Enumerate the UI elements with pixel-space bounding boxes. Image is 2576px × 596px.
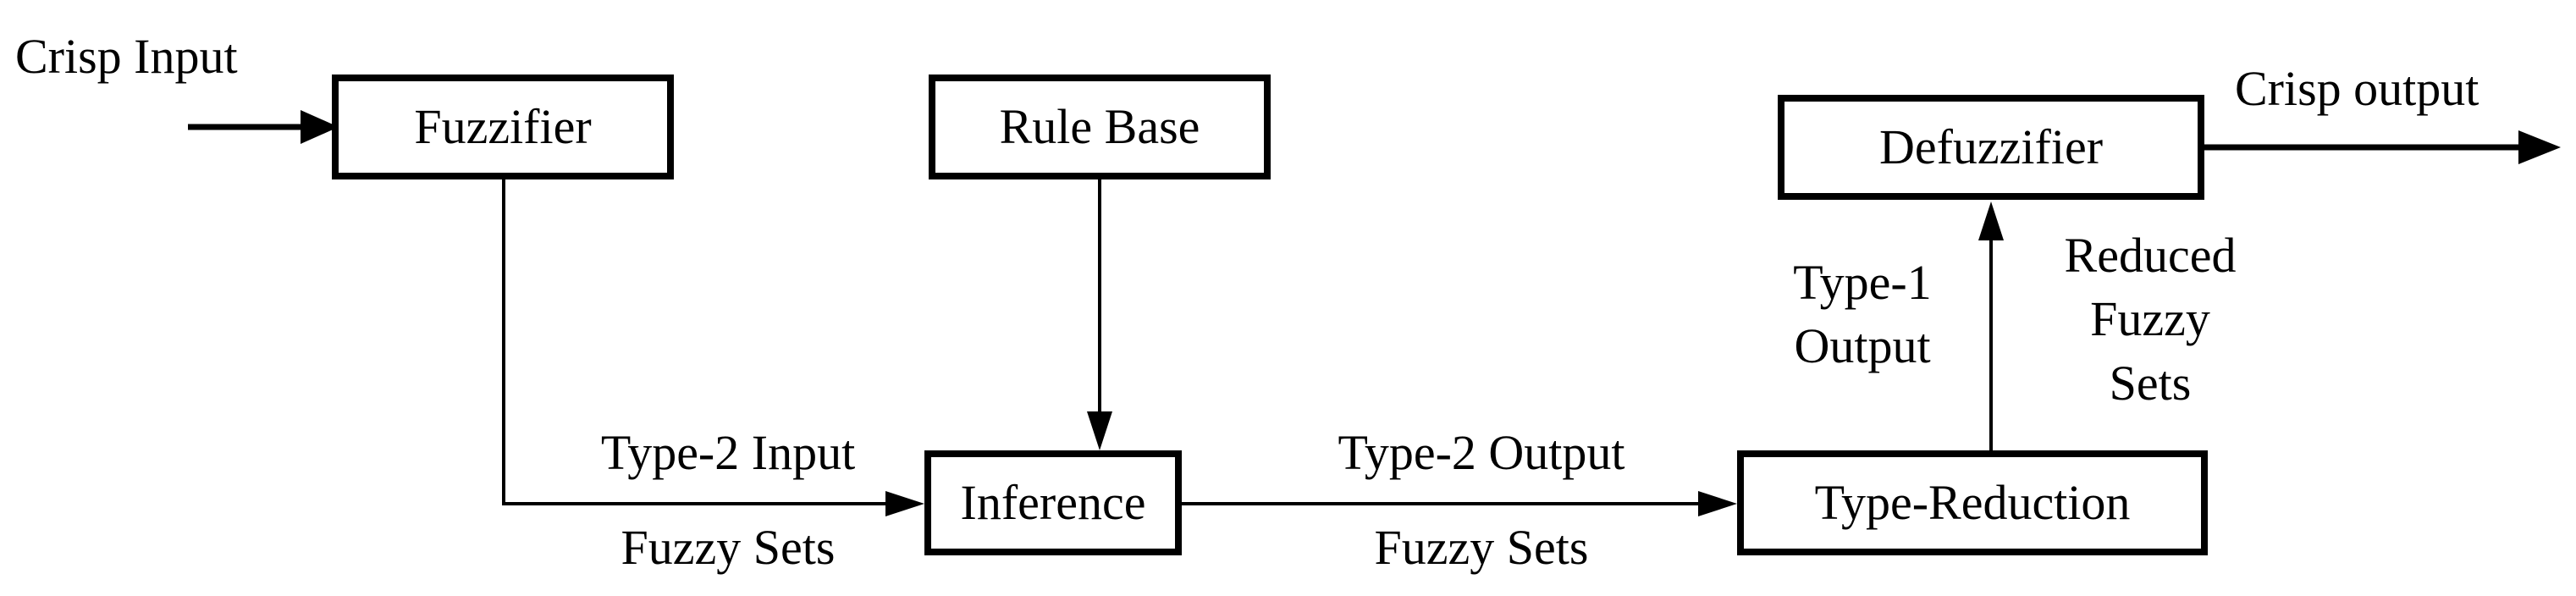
rulebase-to-inference-arrow: [1087, 178, 1112, 450]
type1-output-label: Type-1 Output: [1761, 251, 1964, 378]
typereduction-to-defuzzifier-arrow: [1978, 201, 2004, 450]
type2-output-line1: Type-2 Output: [1338, 425, 1625, 480]
type2-input-line1: Type-2 Input: [600, 425, 856, 480]
reduced-fuzzy-sets-label: Reduced Fuzzy Sets: [2023, 224, 2277, 415]
inference-label: Inference: [960, 475, 1146, 530]
type2-output-label: Type-2 Output: [1287, 423, 1676, 483]
crisp-output-label: Crisp output: [2235, 61, 2479, 116]
type2-input-line2: Fuzzy Sets: [621, 520, 836, 575]
crisp-input-label: Crisp Input: [15, 29, 238, 84]
crisp-output-arrow: [2201, 130, 2561, 164]
type2-input-line2-wrap: Fuzzy Sets: [542, 518, 914, 577]
fuzzifier-box: Fuzzifier: [332, 74, 674, 179]
type2-output-line2: Fuzzy Sets: [1374, 520, 1589, 575]
defuzzifier-label: Defuzzifier: [1878, 119, 2104, 174]
inference-to-typereduction-arrow: [1180, 491, 1737, 516]
reduced-line3: Sets: [2109, 355, 2192, 411]
crisp-input-arrow: [188, 110, 339, 144]
rule-base-box: Rule Base: [929, 74, 1271, 179]
rule-base-label: Rule Base: [999, 99, 1200, 154]
reduced-line1: Reduced: [2064, 228, 2237, 283]
reduced-line2: Fuzzy: [2090, 291, 2210, 347]
type2-input-fuzzy-sets-label: Type-2 Input: [542, 423, 914, 483]
inference-box: Inference: [924, 450, 1182, 555]
fuzzifier-to-inference-arrow: [502, 178, 924, 516]
defuzzifier-box: Defuzzifier: [1778, 95, 2204, 200]
type-reduction-label: Type-Reduction: [1814, 475, 2131, 530]
fuzzifier-label: Fuzzifier: [414, 99, 592, 154]
type1-output-line2: Output: [1794, 318, 1931, 374]
type-reduction-box: Type-Reduction: [1737, 450, 2208, 555]
type1-output-line1: Type-1: [1793, 255, 1932, 310]
type2-output-line2-wrap: Fuzzy Sets: [1287, 518, 1676, 577]
